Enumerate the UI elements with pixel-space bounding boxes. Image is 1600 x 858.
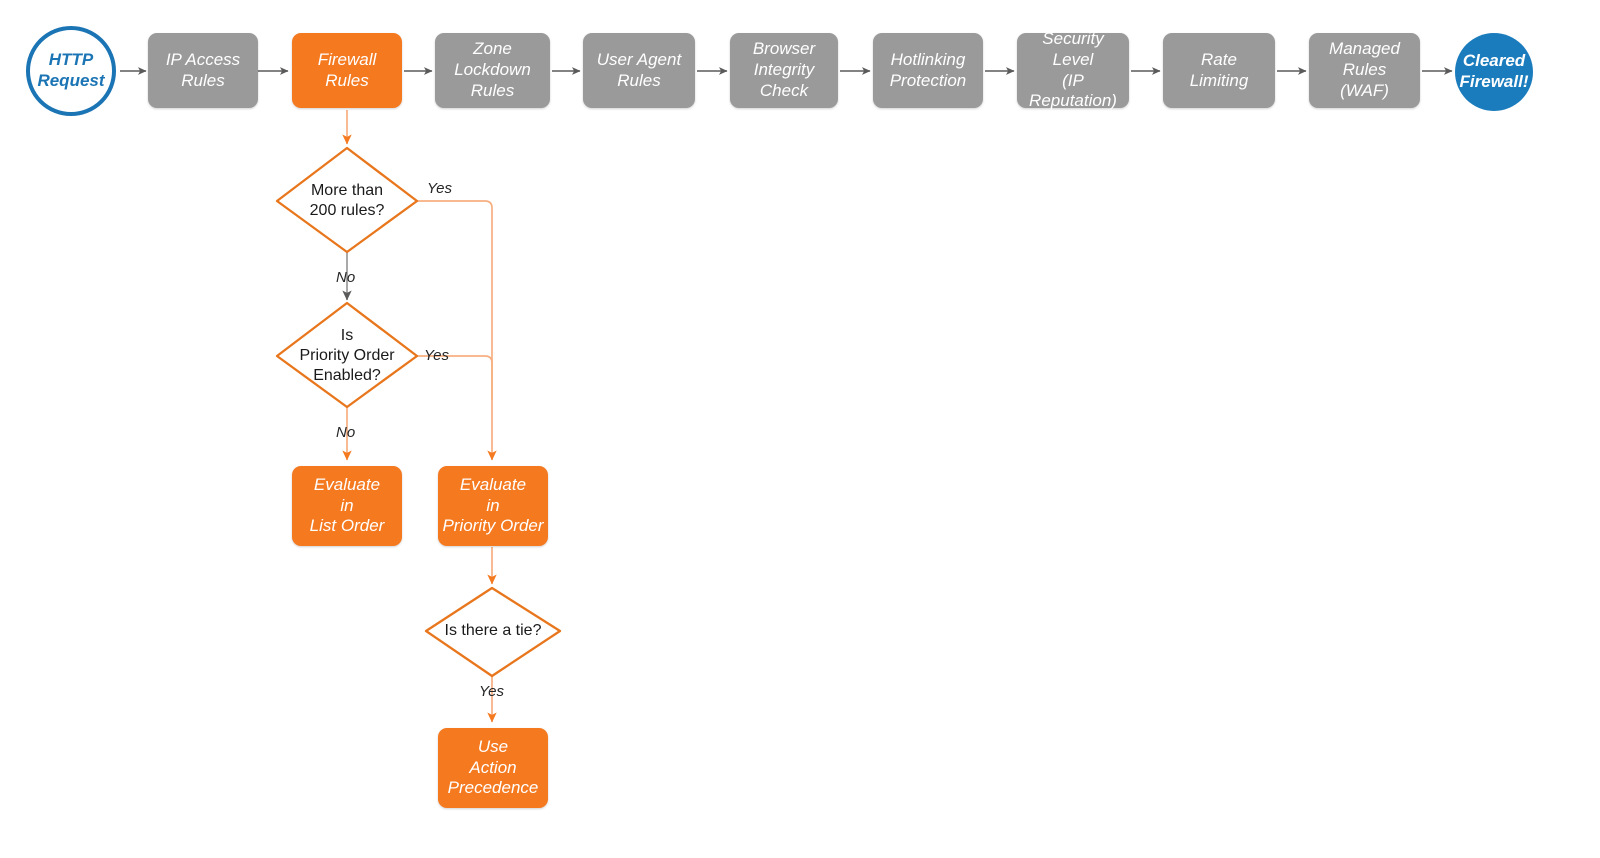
edge-decision1-yes bbox=[417, 200, 497, 461]
node-rate-limiting-label: Rate Limiting bbox=[1189, 49, 1249, 90]
decision-is-priority-order-enabled: Is Priority Order Enabled? bbox=[273, 325, 421, 387]
decision-more-than-200-rules-label: More than 200 rules? bbox=[309, 182, 385, 219]
edge-label-no-2-text: No bbox=[336, 424, 356, 441]
node-rate-limiting[interactable]: Rate Limiting bbox=[1163, 33, 1275, 108]
decision-is-there-a-tie: Is there a tie? bbox=[426, 618, 560, 644]
edge-label-yes-3-text: Yes bbox=[479, 683, 505, 700]
edge-label-yes-more-than-200: Yes bbox=[427, 180, 452, 197]
node-managed-rules-waf[interactable]: Managed Rules (WAF) bbox=[1309, 33, 1420, 108]
node-cleared-firewall-label: Cleared Firewall! bbox=[1459, 51, 1529, 91]
decision-shape-more-than-200-rules[interactable] bbox=[275, 146, 419, 254]
node-firewall-rules-label: Firewall Rules bbox=[317, 49, 377, 90]
node-evaluate-in-priority-order[interactable]: Evaluate in Priority Order bbox=[438, 466, 548, 546]
decision-is-there-a-tie-label: Is there a tie? bbox=[444, 622, 542, 640]
edge-label-no-more-than-200: No bbox=[336, 269, 355, 286]
node-hotlinking-protection-label: Hotlinking Protection bbox=[889, 49, 967, 90]
node-browser-integrity-check[interactable]: Browser Integrity Check bbox=[730, 33, 838, 108]
edge-label-yes-tie: Yes bbox=[479, 683, 504, 700]
decision-shape-is-there-a-tie[interactable] bbox=[424, 586, 562, 678]
edge-label-no-priority-order: No bbox=[336, 424, 355, 441]
node-firewall-rules[interactable]: Firewall Rules bbox=[292, 33, 402, 108]
node-use-action-precedence[interactable]: Use Action Precedence bbox=[438, 728, 548, 808]
decision-is-priority-order-enabled-label: Is Priority Order Enabled? bbox=[299, 327, 395, 384]
node-ip-access-rules-label: IP Access Rules bbox=[165, 49, 241, 90]
decision-more-than-200-rules: More than 200 rules? bbox=[277, 175, 417, 227]
node-user-agent-rules[interactable]: User Agent Rules bbox=[583, 33, 695, 108]
node-browser-integrity-check-label: Browser Integrity Check bbox=[752, 39, 816, 100]
decision-shape-is-priority-order-enabled[interactable] bbox=[275, 301, 419, 409]
node-cleared-firewall[interactable]: Cleared Firewall! bbox=[1455, 33, 1533, 111]
node-http-request[interactable]: HTTP Request bbox=[26, 26, 116, 116]
node-zone-lockdown-rules[interactable]: Zone Lockdown Rules bbox=[435, 33, 550, 108]
node-user-agent-rules-label: User Agent Rules bbox=[596, 49, 682, 90]
edge-label-yes-2-text: Yes bbox=[424, 347, 450, 364]
edge-label-yes-1-text: Yes bbox=[427, 180, 453, 197]
node-evaluate-in-list-order[interactable]: Evaluate in List Order bbox=[292, 466, 402, 546]
edge-label-yes-priority-order: Yes bbox=[424, 347, 449, 364]
decision-shapes bbox=[275, 146, 562, 678]
node-evaluate-in-list-order-label: Evaluate in List Order bbox=[309, 474, 385, 536]
node-security-level-label: Security Level (IP Reputation) bbox=[1029, 29, 1117, 111]
node-security-level[interactable]: Security Level (IP Reputation) bbox=[1017, 29, 1129, 110]
node-zone-lockdown-rules-label: Zone Lockdown Rules bbox=[454, 39, 531, 100]
node-use-action-precedence-label: Use Action Precedence bbox=[447, 736, 539, 798]
edge-label-no-1-text: No bbox=[336, 269, 356, 286]
node-managed-rules-waf-label: Managed Rules (WAF) bbox=[1329, 39, 1400, 100]
node-hotlinking-protection[interactable]: Hotlinking Protection bbox=[873, 33, 983, 108]
node-ip-access-rules[interactable]: IP Access Rules bbox=[148, 33, 258, 108]
node-evaluate-in-priority-order-label: Evaluate in Priority Order bbox=[442, 474, 544, 536]
node-http-request-label: HTTP Request bbox=[37, 50, 105, 90]
